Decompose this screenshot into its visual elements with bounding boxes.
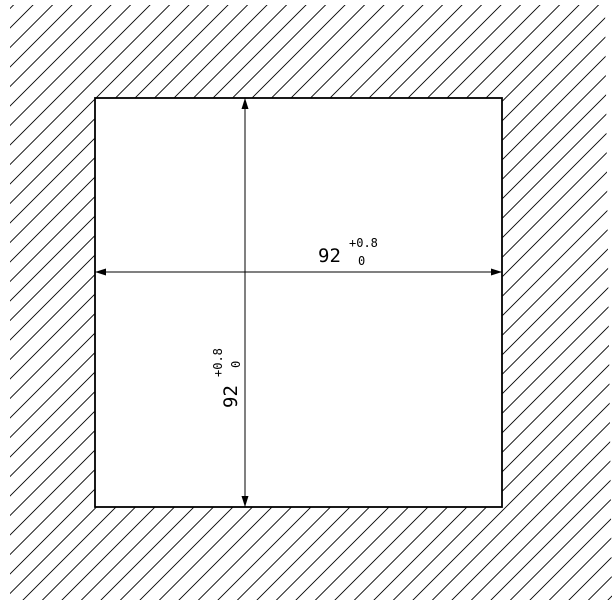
horizontal-dimension-lower-tolerance: 0 [358,254,365,268]
vertical-dimension-nominal: 92 [220,385,242,408]
hatch-line [295,5,612,600]
vertical-arrow-bottom [241,496,249,507]
hatch-line [10,5,58,600]
hatch-line [412,5,612,600]
hatch-line [10,5,117,600]
hatch-line [373,5,612,600]
horizontal-dimension: 92 +0.8 0 [95,236,502,276]
hatch-line [275,5,612,600]
hatch-line [256,5,612,600]
hatch-line [10,5,156,600]
hatch-line [529,5,612,600]
hatch-line [470,5,612,600]
hatch-line [217,5,612,600]
hatch-line [392,5,612,600]
hatch-line [10,5,136,600]
hatch-line [10,5,175,600]
hatch-line [451,5,612,600]
vertical-dimension: 92 +0.8 0 [211,98,249,507]
hatch-line [568,5,612,600]
hatch-line [509,5,612,600]
vertical-arrow-top [241,98,249,109]
hatch-line [548,5,612,600]
horizontal-dimension-upper-tolerance: +0.8 [349,236,378,250]
vertical-dimension-upper-tolerance: +0.8 [211,348,225,377]
horizontal-dimension-nominal: 92 [318,245,341,267]
vertical-dimension-lower-tolerance: 0 [229,361,243,368]
hatch-line [353,5,612,600]
hatch-line [10,5,97,600]
hatch-line [490,5,612,600]
hatch-line [197,5,612,600]
hatch-line [587,5,612,600]
hatch-line [314,5,612,600]
hatch-line [236,5,612,600]
hatch-line [10,5,39,600]
hatch-line [334,5,612,600]
hatch-line [431,5,612,600]
horizontal-arrow-left [95,268,106,276]
hatch-line [10,5,195,600]
cutout-outline [94,97,503,508]
hatch-line [10,5,19,600]
hatch-line [607,5,612,600]
horizontal-arrow-right [491,268,502,276]
